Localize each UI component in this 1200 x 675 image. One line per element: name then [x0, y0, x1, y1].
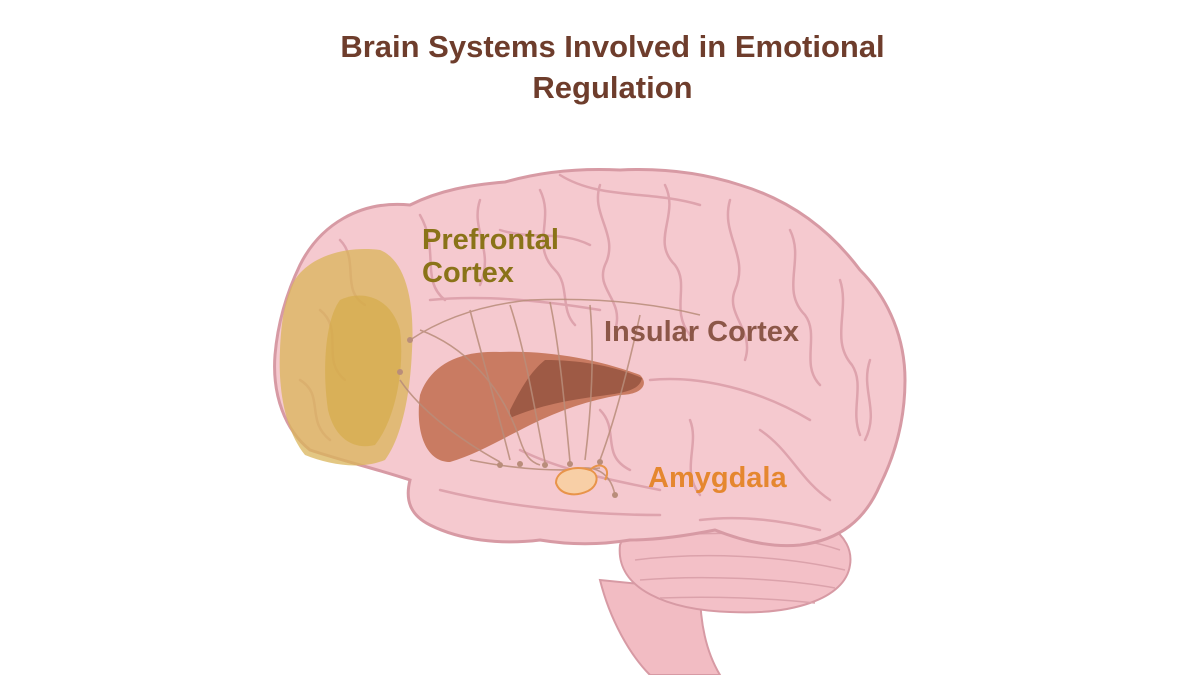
- amygdala-label: Amygdala: [648, 462, 787, 494]
- title-line-1: Brain Systems Involved in Emotional: [340, 29, 885, 64]
- pathway-nodes: [397, 337, 618, 498]
- insula-dark-region: [510, 360, 642, 418]
- amygdala-region: [554, 467, 598, 496]
- diagram-title: Brain Systems Involved in Emotional Regu…: [0, 26, 1200, 108]
- prefrontal-label-line-1: Prefrontal: [422, 224, 559, 256]
- connection-pathways: [399, 298, 701, 496]
- insular-cortex-label: Insular Cortex: [604, 316, 799, 348]
- prefrontal-label-line-2: Cortex: [422, 257, 514, 289]
- amygdala-tail: [589, 464, 609, 481]
- prefrontal-inner-region: [325, 295, 402, 447]
- title-line-2: Regulation: [532, 70, 693, 105]
- prefrontal-cortex-label: Prefrontal Cortex: [422, 224, 559, 290]
